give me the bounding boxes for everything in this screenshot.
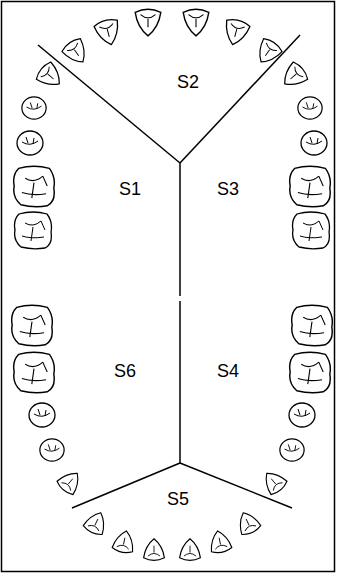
divider-line: [179, 301, 181, 463]
tooth: [82, 508, 110, 536]
sextant-label: S6: [114, 362, 136, 382]
tooth: [12, 305, 53, 345]
tooth: [259, 467, 289, 497]
tooth: [298, 97, 322, 119]
tooth: [301, 131, 327, 155]
tooth: [14, 352, 55, 392]
tooth: [29, 403, 55, 427]
tooth: [290, 166, 331, 206]
sextant-label: S5: [167, 490, 189, 510]
sextant-label: S4: [217, 362, 239, 382]
tooth: [15, 212, 52, 249]
tooth: [40, 439, 64, 461]
tooth: [278, 60, 310, 92]
tooth: [289, 403, 315, 427]
tooth: [290, 352, 331, 392]
tooth: [144, 539, 165, 561]
tooth: [22, 97, 46, 119]
tooth: [60, 36, 92, 68]
divider-line: [180, 35, 300, 163]
tooth: [14, 166, 55, 206]
tooth: [234, 508, 262, 536]
tooth: [183, 9, 209, 36]
tooth: [17, 131, 43, 155]
tooth: [207, 529, 232, 555]
sextant-label: S1: [119, 180, 141, 200]
sextant-label: S3: [217, 180, 239, 200]
divider-line: [38, 45, 180, 163]
tooth: [93, 17, 123, 47]
tooth: [135, 9, 161, 36]
tooth: [112, 529, 137, 555]
tooth: [280, 439, 304, 461]
tooth: [252, 36, 284, 68]
divider-line: [72, 463, 180, 508]
divider-line: [179, 163, 181, 296]
sextant-label: S2: [177, 73, 199, 93]
sextant-dividers: [38, 35, 300, 508]
tooth: [180, 539, 201, 561]
tooth: [55, 467, 85, 497]
tooth: [293, 212, 330, 249]
tooth: [292, 305, 333, 345]
tooth: [221, 17, 251, 47]
divider-line: [180, 463, 292, 508]
